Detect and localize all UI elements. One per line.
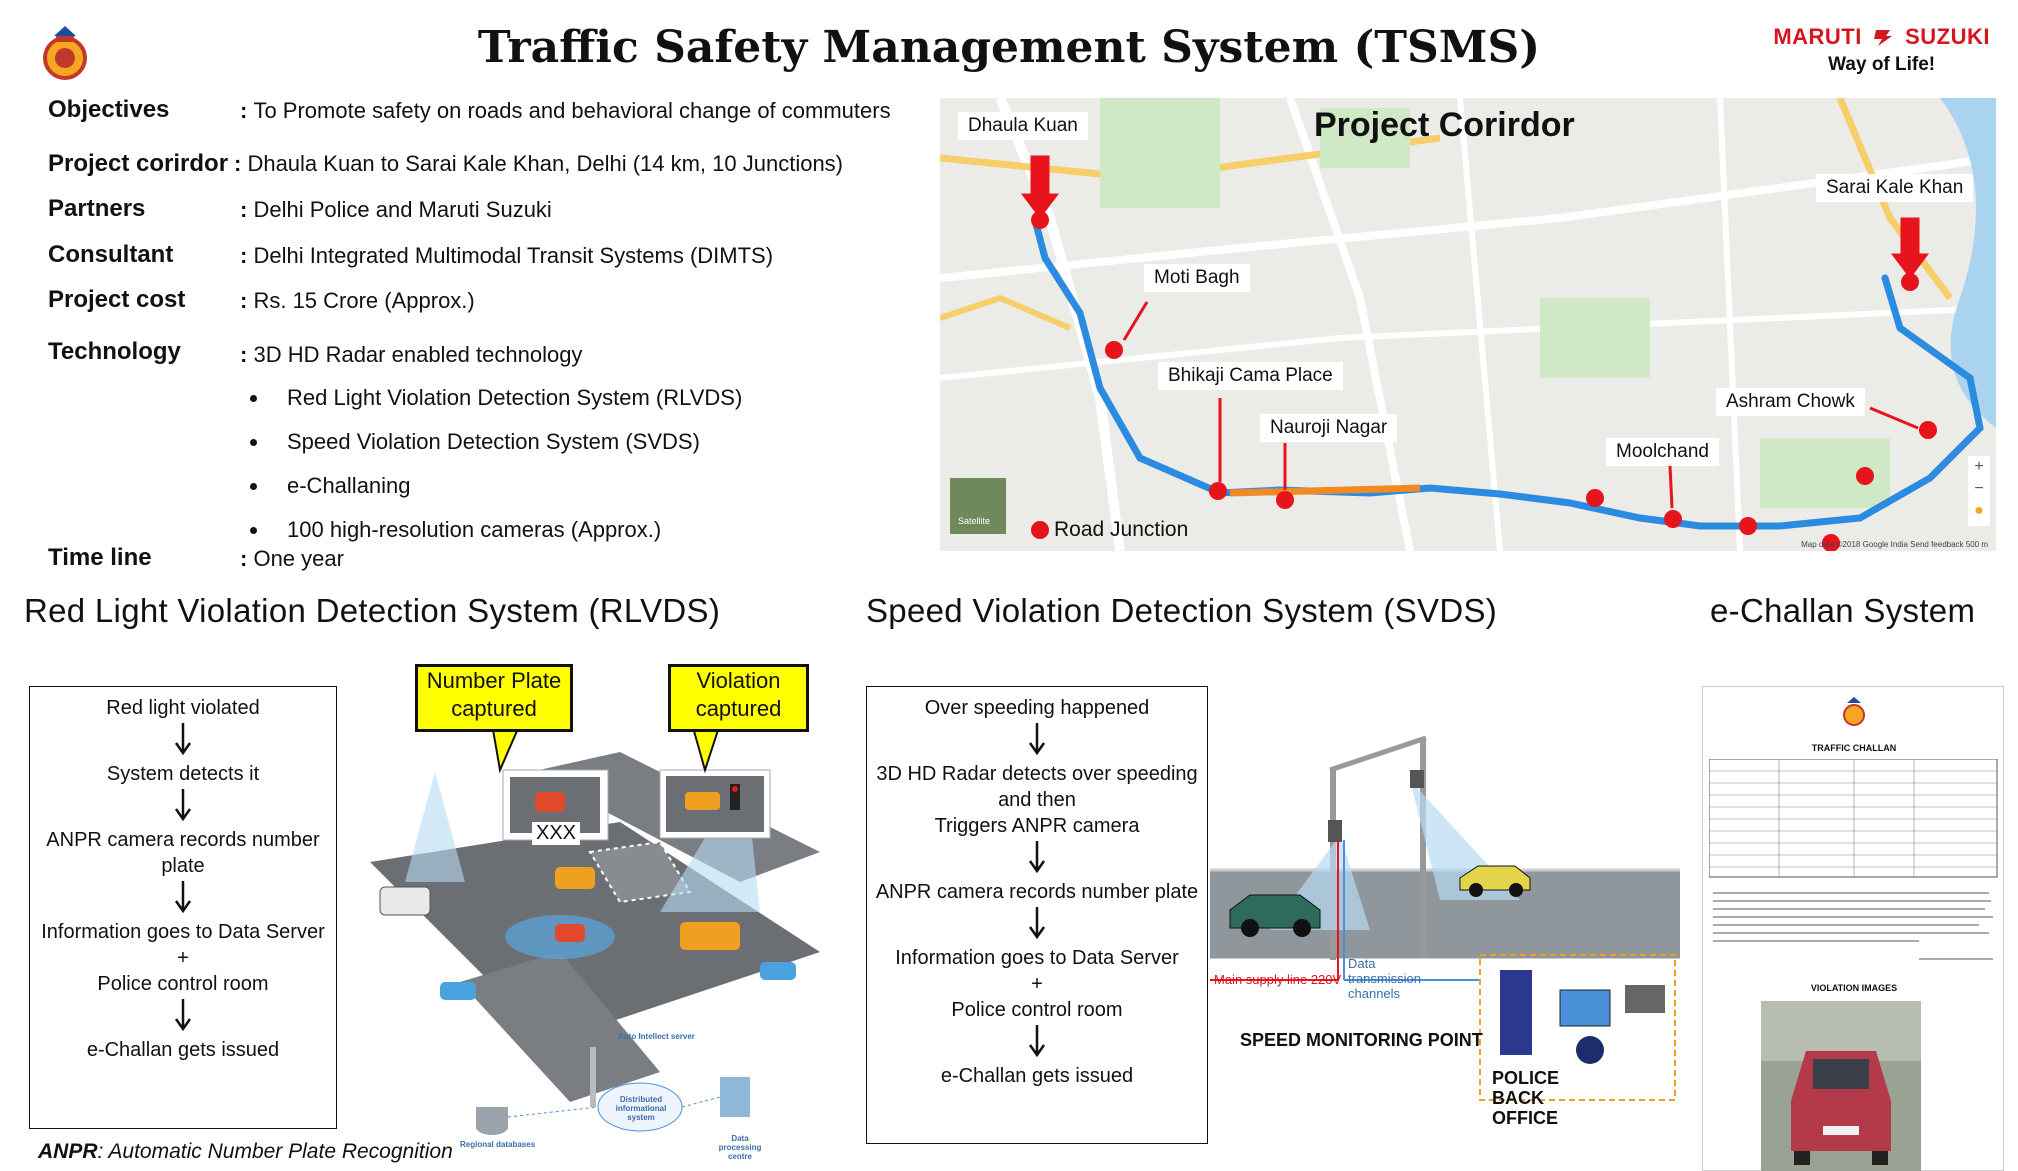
illus-label-office: POLICE BACK OFFICE — [1492, 1068, 1560, 1128]
info-label-corridor: Project corirdor — [48, 150, 229, 177]
delhi-police-logo — [34, 22, 96, 84]
bullet-item: Red Light Violation Detection System (RL… — [250, 376, 742, 420]
rlvds-step: e-Challan gets issued — [86, 1039, 280, 1061]
map-label-dhaula-kuan: Dhaula Kuan — [958, 112, 1088, 140]
illus-label-point: SPEED MONITORING POINT — [1240, 1030, 1483, 1050]
map-background — [940, 98, 1996, 551]
illus-label: Distributed informational system — [615, 1095, 667, 1122]
footnote-term: ANPR — [38, 1140, 98, 1163]
info-label-cost: Project cost — [48, 286, 186, 313]
rlvds-step: System detects it — [106, 763, 260, 785]
info-label-partners: Partners — [48, 195, 146, 222]
map-label-ashram-chowk: Ashram Chowk — [1716, 388, 1865, 416]
zoom-in-icon[interactable]: + — [1974, 458, 1984, 475]
maruti-suzuki-logo: MARUTI SUZUKI Way of Life! — [1773, 24, 1990, 76]
challan-doc-title: TRAFFIC CHALLAN — [1811, 743, 1897, 753]
rlvds-step: ANPR camera records number plate — [46, 829, 320, 877]
svds-step: 3D HD Radar detects over speeding and th… — [876, 763, 1198, 837]
plate-text: XXX — [532, 822, 581, 845]
map-markers — [1021, 155, 1937, 551]
callout-violation: Violation captured — [668, 664, 809, 732]
info-value-partners: : Delhi Police and Maruti Suzuki — [240, 197, 552, 222]
info-label-consultant: Consultant — [48, 241, 174, 268]
svds-step: Information goes to Data Server + Police… — [895, 947, 1179, 1021]
down-arrow-icon — [1028, 1025, 1046, 1057]
project-corridor-map[interactable]: Project Corirdor Dhaula Kuan Sarai Kale … — [940, 98, 1996, 551]
svds-step: Over speeding happened — [924, 697, 1150, 719]
intersection-graphic — [370, 723, 820, 1135]
legend-junction-dot — [1031, 521, 1049, 539]
illus-label-supply: Main supply line 220V — [1214, 972, 1342, 987]
rlvds-heading: Red Light Violation Detection System (RL… — [24, 592, 721, 629]
down-arrow-icon — [174, 789, 192, 821]
down-arrow-icon — [174, 999, 192, 1031]
rlvds-flow-box: Red light violated System detects it ANP… — [29, 686, 337, 1129]
map-zoom-controls[interactable]: + − ● — [1968, 456, 1990, 526]
bullet-item: Speed Violation Detection System (SVDS) — [250, 420, 742, 464]
down-arrow-icon — [1028, 907, 1046, 939]
brand-name-left: MARUTI — [1773, 24, 1862, 49]
challan-violation-images-label: VIOLATION IMAGES — [1810, 983, 1898, 993]
echallan-heading: e-Challan System — [1710, 592, 1976, 629]
info-value-cost: : Rs. 15 Crore (Approx.) — [240, 288, 475, 313]
map-label-sarai-kale-khan: Sarai Kale Khan — [1816, 174, 1974, 202]
down-arrow-icon — [174, 881, 192, 913]
info-value-timeline: : One year — [240, 546, 344, 571]
echallan-document-image: TRAFFIC CHALLAN VIOLATION IMAGES — [1702, 686, 2004, 1171]
map-label-bhikaji-cama-place: Bhikaji Cama Place — [1158, 362, 1343, 390]
violation-photo — [1761, 1001, 1921, 1171]
map-title: Project Corirdor — [1314, 106, 1575, 144]
bullet-item: e-Challaning — [250, 464, 742, 508]
junction-arrow-icon — [1021, 155, 1929, 509]
brand-tagline: Way of Life! — [1828, 54, 1936, 75]
speed-monitoring-graphic — [1210, 735, 1680, 1101]
illus-label: Auto Intellect server — [618, 1032, 695, 1041]
suzuki-s-icon — [1874, 30, 1893, 47]
map-label-moolchand: Moolchand — [1606, 438, 1719, 466]
footnote-definition: : Automatic Number Plate Recognition — [97, 1140, 453, 1163]
svds-step: ANPR camera records number plate — [875, 881, 1199, 903]
map-label-nauroji-nagar: Nauroji Nagar — [1260, 414, 1398, 442]
map-footer-attribution: Map data ©2018 Google India Send feedbac… — [1801, 540, 1988, 549]
down-arrow-icon — [1028, 723, 1046, 755]
page-title: Traffic Safety Management System (TSMS) — [477, 22, 1541, 73]
junction-marker — [1031, 211, 1937, 551]
illus-label: Data processing centre — [718, 1134, 762, 1161]
bullet-item: 100 high-resolution cameras (Approx.) — [250, 508, 742, 552]
info-value-technology: : 3D HD Radar enabled technology — [240, 342, 583, 367]
down-arrow-icon — [174, 723, 192, 755]
svds-heading: Speed Violation Detection System (SVDS) — [866, 592, 1498, 629]
info-value-corridor: : Dhaula Kuan to Sarai Kale Khan, Delhi … — [234, 151, 844, 176]
info-label-objectives: Objectives — [48, 96, 170, 123]
brand-name-right: SUZUKI — [1905, 24, 1990, 49]
info-label-timeline: Time line — [48, 544, 152, 571]
anpr-footnote: ANPR: Automatic Number Plate Recognition — [38, 1140, 453, 1164]
callout-number-plate: Number Plate captured — [415, 664, 573, 732]
pegman-icon[interactable]: ● — [1974, 502, 1984, 519]
down-arrow-icon — [1028, 841, 1046, 873]
map-satellite-toggle[interactable]: Satellite — [958, 516, 991, 526]
svds-flow-box: Over speeding happened 3D HD Radar detec… — [866, 686, 1208, 1144]
svds-speed-monitoring-illustration: Main supply line 220V Data transmission … — [1210, 730, 1680, 1130]
challan-form-table — [1709, 759, 1998, 878]
zoom-out-icon[interactable]: − — [1974, 480, 1984, 497]
info-label-technology: Technology — [48, 338, 181, 365]
rlvds-step: Information goes to Data Server + Police… — [41, 921, 325, 995]
info-value-consultant: : Delhi Integrated Multimodal Transit Sy… — [240, 243, 774, 268]
illus-label: Regional databases — [460, 1140, 536, 1149]
info-value-objectives: : To Promote safety on roads and behavio… — [240, 98, 891, 123]
rlvds-intersection-illustration: Number Plate captured Violation captured… — [360, 652, 830, 1161]
map-legend-road-junction: Road Junction — [1054, 518, 1189, 541]
technology-bullet-list: Red Light Violation Detection System (RL… — [250, 376, 742, 552]
svds-step: e-Challan gets issued — [940, 1065, 1134, 1087]
challan-emblem-icon — [1843, 697, 1865, 726]
map-label-moti-bagh: Moti Bagh — [1144, 264, 1250, 292]
challan-body-text-lines — [1713, 892, 1993, 960]
rlvds-step: Red light violated — [106, 697, 260, 719]
illus-label-data: Data transmission channels — [1348, 956, 1421, 1001]
